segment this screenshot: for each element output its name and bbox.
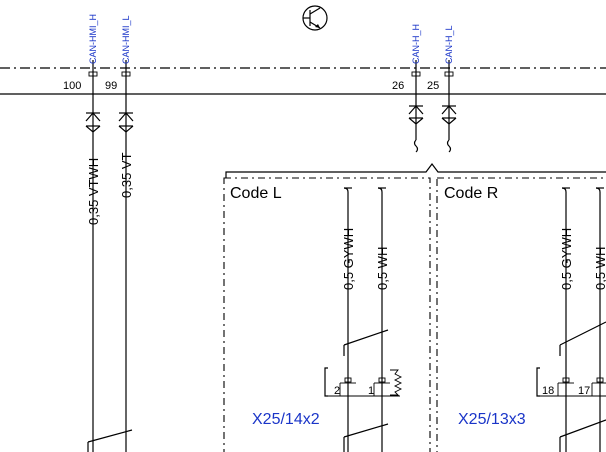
wire-label: 0,35 VTWH <box>86 158 101 225</box>
connector-x25-14x2 <box>324 367 403 397</box>
code-label-right: Code R <box>444 185 498 202</box>
twist-mark <box>343 329 389 346</box>
wire-can-l <box>441 60 457 153</box>
wire-code-r-gywh <box>561 187 570 452</box>
wire-can-hmi-l <box>118 60 134 452</box>
code-l-box <box>223 177 431 452</box>
connector-label-right: X25/13x3 <box>458 411 526 428</box>
wire-label: 0,35 VT <box>119 152 134 198</box>
twist-mark <box>87 429 133 443</box>
pin-number: 2 <box>334 385 340 397</box>
wire-code-l-gywh <box>343 187 352 452</box>
wire-label: 0,5 WH <box>375 247 390 290</box>
wire-code-l-wh <box>377 187 386 452</box>
code-label-left: Code L <box>230 185 282 202</box>
pin-number: 100 <box>63 80 81 92</box>
pin-number: 26 <box>392 80 404 92</box>
signal-label-can-h: CAN-H_H <box>411 24 421 64</box>
connector-label-left: X25/14x2 <box>252 411 320 428</box>
wire-label: 0,5 WH <box>593 247 606 290</box>
option-brace <box>225 163 606 178</box>
signal-label-can-hmi-l: CAN-HMI_L <box>121 15 131 64</box>
twist-mark <box>343 423 389 438</box>
twist-mark <box>559 419 606 438</box>
pin-number: 1 <box>368 385 374 397</box>
pin-number: 17 <box>578 385 590 397</box>
wire-can-hmi-h <box>85 60 101 452</box>
pin-number: 25 <box>427 80 439 92</box>
wire-label: 0,5 GYWH <box>559 228 574 290</box>
signal-label-can-l: CAN-H_L <box>444 25 454 64</box>
wire-can-h <box>408 60 424 153</box>
wire-label: 0,5 GYWH <box>341 228 356 290</box>
wire-code-r-wh <box>595 187 604 452</box>
pin-number: 18 <box>542 385 554 397</box>
transistor-symbol-icon <box>302 5 328 31</box>
twist-mark <box>559 321 606 346</box>
connector-x25-13x3 <box>536 367 606 397</box>
pin-number: 99 <box>105 80 117 92</box>
signal-label-can-hmi-h: CAN-HMI_H <box>88 14 98 64</box>
